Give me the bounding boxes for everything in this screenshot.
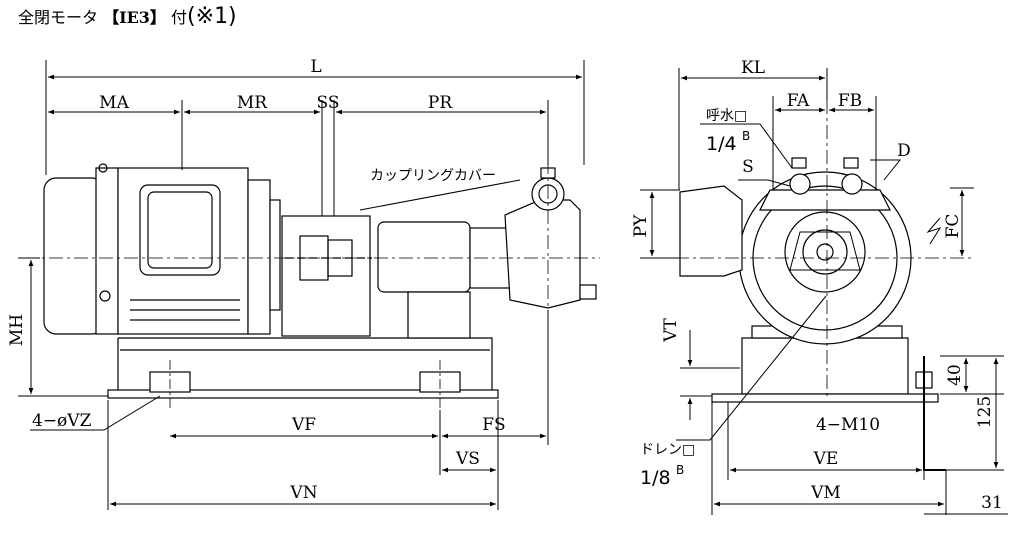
dim-SS: SS [317,93,340,113]
dim-125: 125 [975,396,995,428]
bolt-hole-label: 4−øVZ [32,411,92,431]
dim-FS: FS [482,415,505,435]
dim-MR: MR [237,93,268,113]
dim-MH: MH [7,314,27,346]
drain-size-unit: B [676,463,684,477]
dim-VM: VM [810,483,841,503]
ie3-label: 【IE3】 [103,8,166,27]
side-view [24,160,600,410]
front-view [675,100,975,471]
priming-size-unit: B [742,129,750,143]
front-dimensions [640,68,1008,515]
attach-label: 付 [171,8,188,27]
dim-MA: MA [99,93,129,113]
dim-VE: VE [813,449,839,469]
label-D: D [897,141,911,161]
dim-VN: VN [289,483,317,503]
drain-port-label: ドレン□ [640,442,695,458]
base-plate [107,337,499,399]
dim-FB: FB [838,91,862,111]
dim-40: 40 [945,364,965,386]
coupling-cover [281,215,372,337]
drain-size: 1/8 [640,467,671,489]
drawing-header: 全閉モータ 【IE3】 付(※1) [18,4,237,29]
dim-L: L [310,57,321,77]
priming-port-label: 呼水□ [706,108,747,124]
terminal-box [679,185,743,277]
side-dimensions [18,60,585,510]
motor-label: 全閉モータ [18,8,99,27]
bolt-label: 4−M10 [816,415,880,435]
motor [43,163,281,335]
label-S: S [742,157,754,177]
dim-PR: PR [428,93,453,113]
note-reference: (※1) [187,4,237,29]
dim-VF: VF [291,415,316,435]
dim-FC: FC [943,214,963,239]
pump [377,167,597,339]
front-base [741,337,909,395]
dim-KL: KL [741,58,765,78]
dim-VT: VT [661,318,681,343]
priming-size: 1/4 [706,133,737,155]
dim-FA: FA [787,91,810,111]
dim-VS: VS [455,449,480,469]
dim-PY: PY [631,214,651,237]
dim-31: 31 [981,493,1003,513]
coupling-cover-label: カップリングカバー [370,168,496,184]
